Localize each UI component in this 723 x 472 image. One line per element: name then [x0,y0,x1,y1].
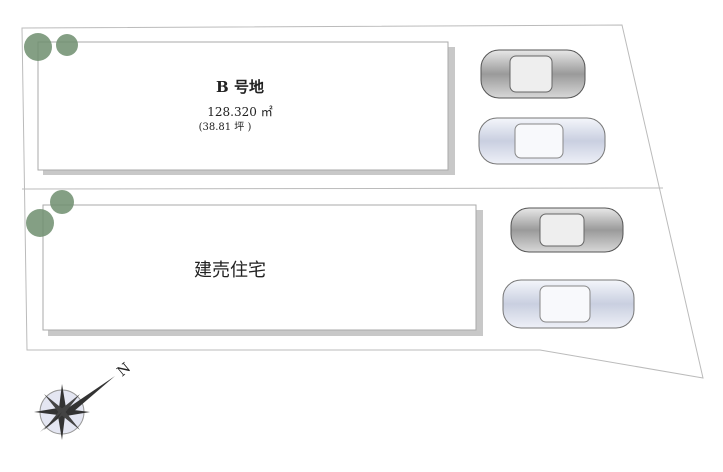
compass-icon [34,376,115,440]
site-boundary [21,24,704,379]
car-icon [502,279,635,329]
car-icon [510,207,624,253]
lot-b-tsubo: (38.81 坪 ) [198,122,252,133]
house-building [42,204,477,331]
car-icon [478,117,606,165]
lot-b-area: 128.320 ㎡ [207,105,273,119]
tree-icon [24,33,78,237]
car-icon [480,49,586,99]
lot-divider [21,187,664,190]
lot-b-title: B 号地 [216,78,264,96]
lot-b-building [37,41,449,171]
house-title: 建売住宅 [194,260,266,281]
